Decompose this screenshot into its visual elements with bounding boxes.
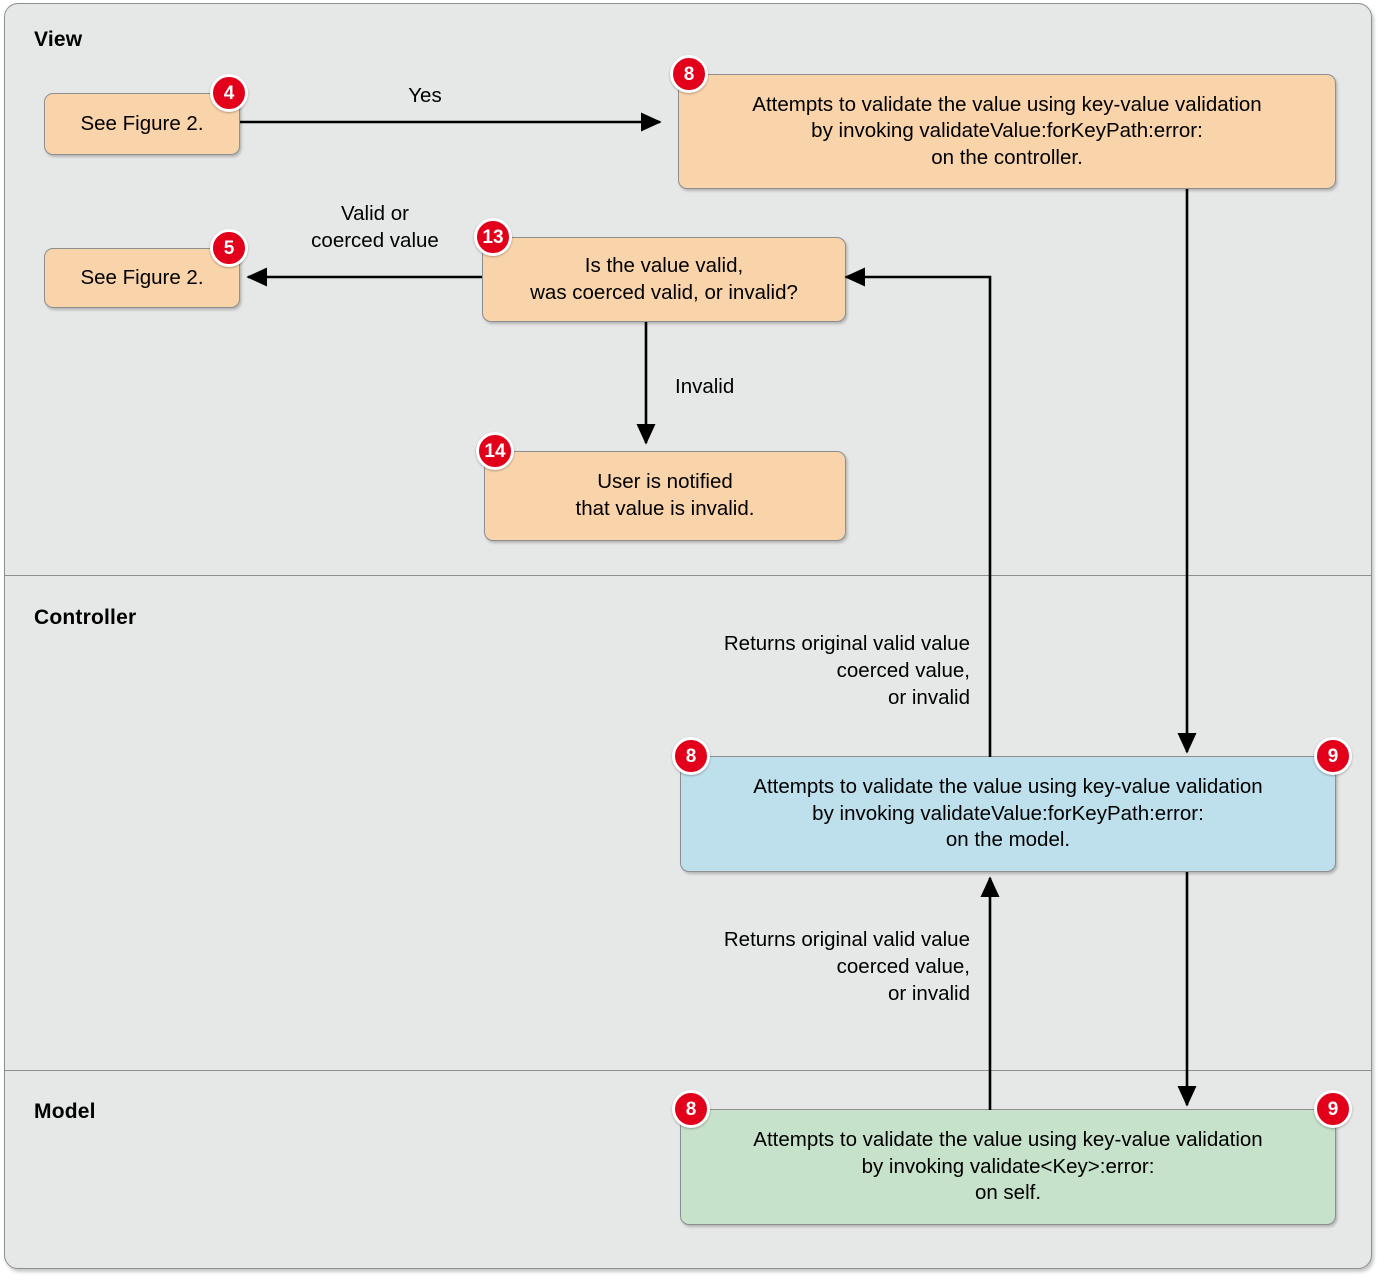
node-text: User is notified that value is invalid. bbox=[575, 470, 755, 520]
node-text: See Figure 2. bbox=[80, 111, 204, 135]
node-see-figure-2-top[interactable]: See Figure 2. bbox=[44, 93, 240, 155]
badge-step-8-controller: 8 bbox=[672, 737, 710, 775]
badge-step-13: 13 bbox=[474, 218, 512, 256]
lane-divider-controller-model bbox=[4, 1070, 1372, 1071]
edge-label-valid-or-coerced: Valid or coerced value bbox=[311, 202, 439, 253]
diagram-frame bbox=[4, 3, 1372, 1269]
edge-label-yes: Yes bbox=[408, 84, 442, 107]
badge-step-5: 5 bbox=[210, 229, 248, 267]
lane-label-controller: Controller bbox=[34, 606, 137, 629]
badge-step-8-view: 8 bbox=[670, 55, 708, 93]
node-text: Attempts to validate the value using key… bbox=[752, 92, 1262, 169]
lane-label-view: View bbox=[34, 28, 83, 51]
badge-step-9-controller: 9 bbox=[1314, 737, 1352, 775]
node-model-validate[interactable]: Attempts to validate the value using key… bbox=[680, 1109, 1336, 1225]
lane-label-model: Model bbox=[34, 1100, 96, 1123]
node-text: Is the value valid, was coerced valid, o… bbox=[530, 253, 798, 304]
badge-step-9-model: 9 bbox=[1314, 1090, 1352, 1128]
badge-step-14: 14 bbox=[476, 432, 514, 470]
node-text: Attempts to validate the value using key… bbox=[753, 775, 1263, 852]
lane-divider-view-controller bbox=[4, 575, 1372, 576]
node-text: See Figure 2. bbox=[80, 265, 204, 289]
node-text: Attempts to validate the value using key… bbox=[753, 1128, 1263, 1205]
edge-label-returns-model: Returns original valid value coerced val… bbox=[723, 928, 970, 1006]
edge-label-returns-controller: Returns original valid value coerced val… bbox=[723, 632, 970, 710]
node-see-figure-2-bottom[interactable]: See Figure 2. bbox=[44, 248, 240, 308]
node-is-value-valid[interactable]: Is the value valid, was coerced valid, o… bbox=[482, 237, 846, 322]
node-controller-validate[interactable]: Attempts to validate the value using key… bbox=[680, 756, 1336, 872]
badge-step-4: 4 bbox=[210, 74, 248, 112]
node-view-validate[interactable]: Attempts to validate the value using key… bbox=[678, 74, 1336, 189]
node-user-notified[interactable]: User is notified that value is invalid. bbox=[484, 451, 846, 541]
badge-step-8-model: 8 bbox=[672, 1090, 710, 1128]
edge-label-invalid: Invalid bbox=[675, 375, 735, 398]
